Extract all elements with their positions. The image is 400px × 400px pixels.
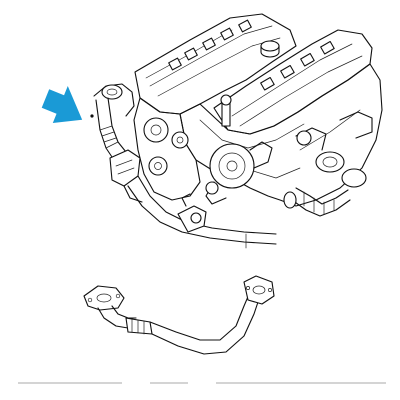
egr-pipe-detached	[83, 275, 275, 355]
engine-assembly	[133, 13, 383, 217]
front-pulleys	[143, 117, 189, 176]
coolant-hoses	[283, 187, 351, 217]
cam-caps-right	[260, 40, 335, 91]
top-sensor	[220, 94, 232, 127]
egr-pipe-installed	[90, 83, 277, 249]
timing-cover	[133, 97, 201, 201]
cam-caps-left	[168, 19, 252, 71]
callout-arrow	[41, 85, 83, 124]
pipe-sensor-clamp	[177, 193, 207, 233]
left-cylinder-head	[134, 13, 297, 115]
right-turbo-unit	[295, 111, 373, 188]
callout-dot	[90, 114, 94, 118]
turbocharger	[205, 141, 273, 205]
oil-filler-cap	[260, 40, 280, 58]
